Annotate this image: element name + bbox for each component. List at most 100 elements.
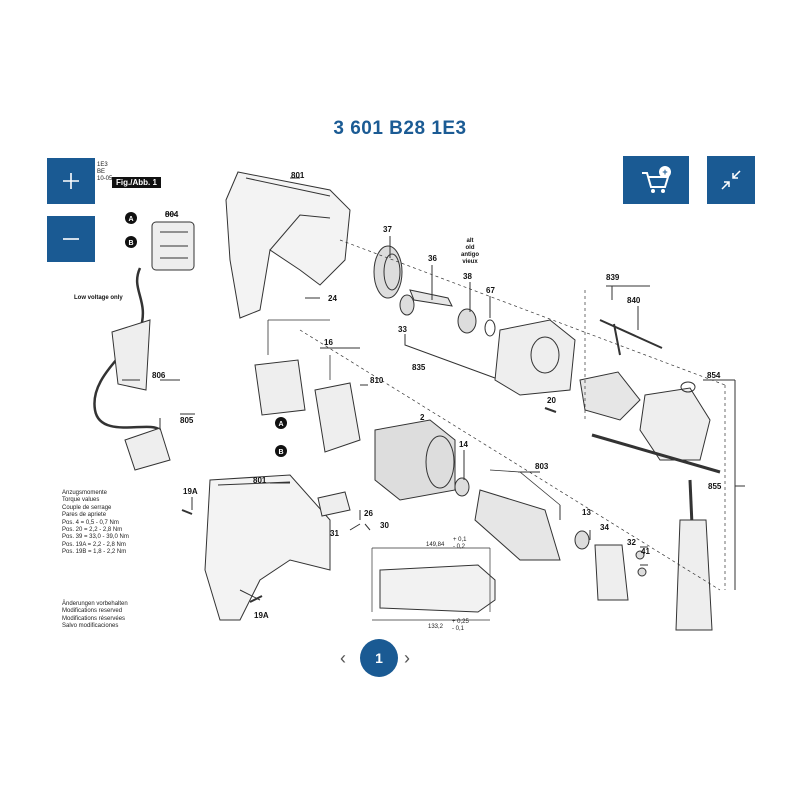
part-19a-bottom: 19A	[254, 611, 269, 620]
marker-a-top-label: A	[128, 216, 133, 223]
torque-line: Pos. 20 = 2,2 - 2,8 Nm	[62, 527, 123, 534]
plus-icon	[63, 173, 79, 189]
prev-page-icon[interactable]: ‹	[340, 648, 346, 668]
part-20: 20	[547, 396, 556, 405]
chuck-part	[579, 371, 641, 421]
plug-part	[124, 427, 171, 471]
meta-line-2: BE	[97, 169, 106, 175]
part-14: 14	[459, 440, 468, 449]
old-line-2: old	[466, 245, 475, 251]
part-13: 13	[582, 508, 591, 517]
mod-line: Modifications reserved	[62, 608, 123, 615]
part-38: 38	[463, 272, 472, 281]
cart-badge: +	[662, 167, 667, 177]
old-line-4: vieux	[462, 259, 478, 265]
torque-line: Pos. 19B = 1,8 - 2,2 Nm	[62, 549, 127, 556]
old-line-1: alt	[466, 238, 473, 244]
torque-line: Pos. 39 = 33,0 - 39,0 Nm	[62, 534, 129, 541]
dim-top-minus: - 0,2	[453, 544, 466, 550]
screw-20	[544, 407, 557, 413]
collapse-view-button[interactable]	[707, 156, 755, 204]
part-67: 67	[486, 286, 495, 295]
bracket-part	[594, 544, 629, 601]
marker-b-bottom	[275, 445, 287, 457]
cable-part	[93, 267, 161, 432]
torque-line: Pares de apriete	[62, 512, 107, 519]
screw-19a-top	[181, 509, 193, 515]
dim-top: 149,84	[426, 542, 445, 548]
low-voltage-note: Low voltage only	[74, 295, 123, 301]
armature-part	[474, 489, 561, 561]
part-803: 803	[535, 462, 549, 471]
part-801-bottom: 801	[253, 476, 267, 485]
mod-line: Modifications réservées	[62, 615, 126, 622]
marker-b-bottom-label: B	[278, 449, 283, 456]
bearing-14-part	[454, 477, 470, 497]
housing-half-bottom	[204, 474, 331, 621]
grip-part	[675, 519, 713, 631]
part-30: 30	[380, 521, 389, 530]
part-26: 26	[364, 509, 373, 518]
gear-part	[373, 245, 403, 299]
housing-half-top	[225, 171, 351, 319]
dim-bottom-plus: + 0,25	[452, 619, 470, 625]
marker-b-top	[125, 236, 137, 248]
brush-holder-part	[254, 359, 306, 416]
part-855: 855	[708, 482, 722, 491]
torque-line: Pos. 4 = 0,5 - 0,7 Nm	[62, 519, 119, 526]
old-version-label: alt old antigo vieux	[461, 238, 479, 265]
dim-bottom-minus: - 0,1	[452, 626, 465, 632]
torque-values-note: Anzugsmomente Torque values Couple de se…	[62, 490, 129, 557]
zoom-in-button[interactable]	[47, 158, 95, 204]
cart-add-icon: +	[642, 166, 671, 193]
part-804: 804	[165, 210, 179, 219]
part-854: 854	[707, 371, 721, 380]
part-835: 835	[412, 363, 426, 372]
screw-19a-bottom	[249, 595, 263, 603]
shaft-part	[409, 289, 453, 307]
part-41: 41	[641, 547, 650, 556]
part-805: 805	[180, 416, 194, 425]
part-16: 16	[324, 338, 333, 347]
drawing-meta: 1E3 BE 10-05	[97, 162, 112, 183]
part-839: 839	[606, 273, 620, 282]
mod-line: Änderungen vorbehalten	[62, 601, 128, 607]
part-840: 840	[627, 296, 641, 305]
part-801-top: 801	[291, 171, 305, 180]
part-32: 32	[627, 538, 636, 547]
torque-line: Couple de serrage	[62, 504, 112, 511]
meta-line-1: 1E3	[97, 162, 108, 168]
part-31: 31	[330, 529, 339, 538]
modifications-note: Änderungen vorbehalten Modifications res…	[62, 601, 128, 631]
collapse-icon	[721, 170, 741, 190]
part-34: 34	[600, 523, 609, 532]
minus-icon	[63, 238, 79, 240]
part-24: 24	[328, 294, 337, 303]
torque-line: Anzugsmomente	[62, 490, 108, 496]
zoom-out-button[interactable]	[47, 216, 95, 262]
brush-plate-part	[314, 382, 361, 453]
dim-bottom: 133,2	[428, 624, 444, 630]
part-810: 810	[370, 376, 384, 385]
marker-a-top	[125, 212, 137, 224]
stator-part	[374, 419, 456, 501]
bearing-part	[399, 294, 415, 316]
torque-line: Pos. 19A = 2,2 - 2,8 Nm	[62, 541, 126, 548]
part-36: 36	[428, 254, 437, 263]
marker-b-top-label: B	[128, 240, 133, 247]
dim-top-plus: + 0,1	[453, 537, 467, 543]
part-37: 37	[383, 225, 392, 234]
next-page-icon[interactable]: ›	[404, 648, 410, 668]
handle-part	[639, 387, 711, 461]
current-page-button[interactable]: 1	[360, 639, 398, 677]
add-to-cart-button[interactable]: +	[623, 156, 689, 204]
torque-line: Torque values	[62, 497, 100, 504]
gear-housing-part	[494, 319, 576, 396]
button-part	[317, 491, 351, 517]
part-33: 33	[398, 325, 407, 334]
page-title: 3 601 B28 1E3	[333, 118, 467, 139]
meta-line-3: 10-05	[97, 176, 113, 182]
part-806: 806	[152, 371, 166, 380]
pagination: ‹ 1 ›	[340, 638, 420, 678]
